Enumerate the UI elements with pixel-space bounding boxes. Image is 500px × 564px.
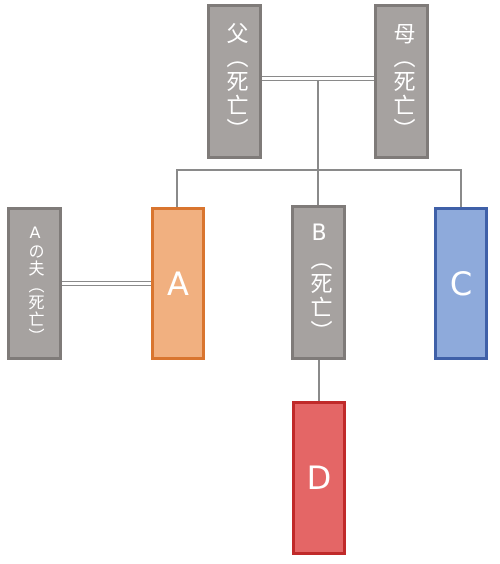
d-box: D [292,401,346,555]
a-husband-box: Aの夫（死亡） [7,207,62,360]
b-box: B（死亡） [291,205,346,360]
c-label: C [449,264,473,303]
c-box: C [434,207,488,360]
parents-descent-line [317,80,319,170]
a-husband-label: Aの夫（死亡） [25,222,45,345]
a-box: A [151,207,205,360]
a-label: A [167,264,189,303]
sibling-drop-a [176,169,178,207]
siblings-horizontal-line [176,169,462,171]
b-label: B（死亡） [306,221,332,344]
mother-label: 母（死亡） [389,21,415,142]
sibling-drop-b [317,169,319,207]
sibling-drop-c [460,169,462,207]
father-box: 父（死亡） [207,4,262,159]
descent-line-b-d [318,359,320,402]
marriage-line-a [62,281,151,286]
d-label: D [306,459,332,497]
mother-box: 母（死亡） [374,4,429,159]
father-label: 父（死亡） [222,21,248,142]
